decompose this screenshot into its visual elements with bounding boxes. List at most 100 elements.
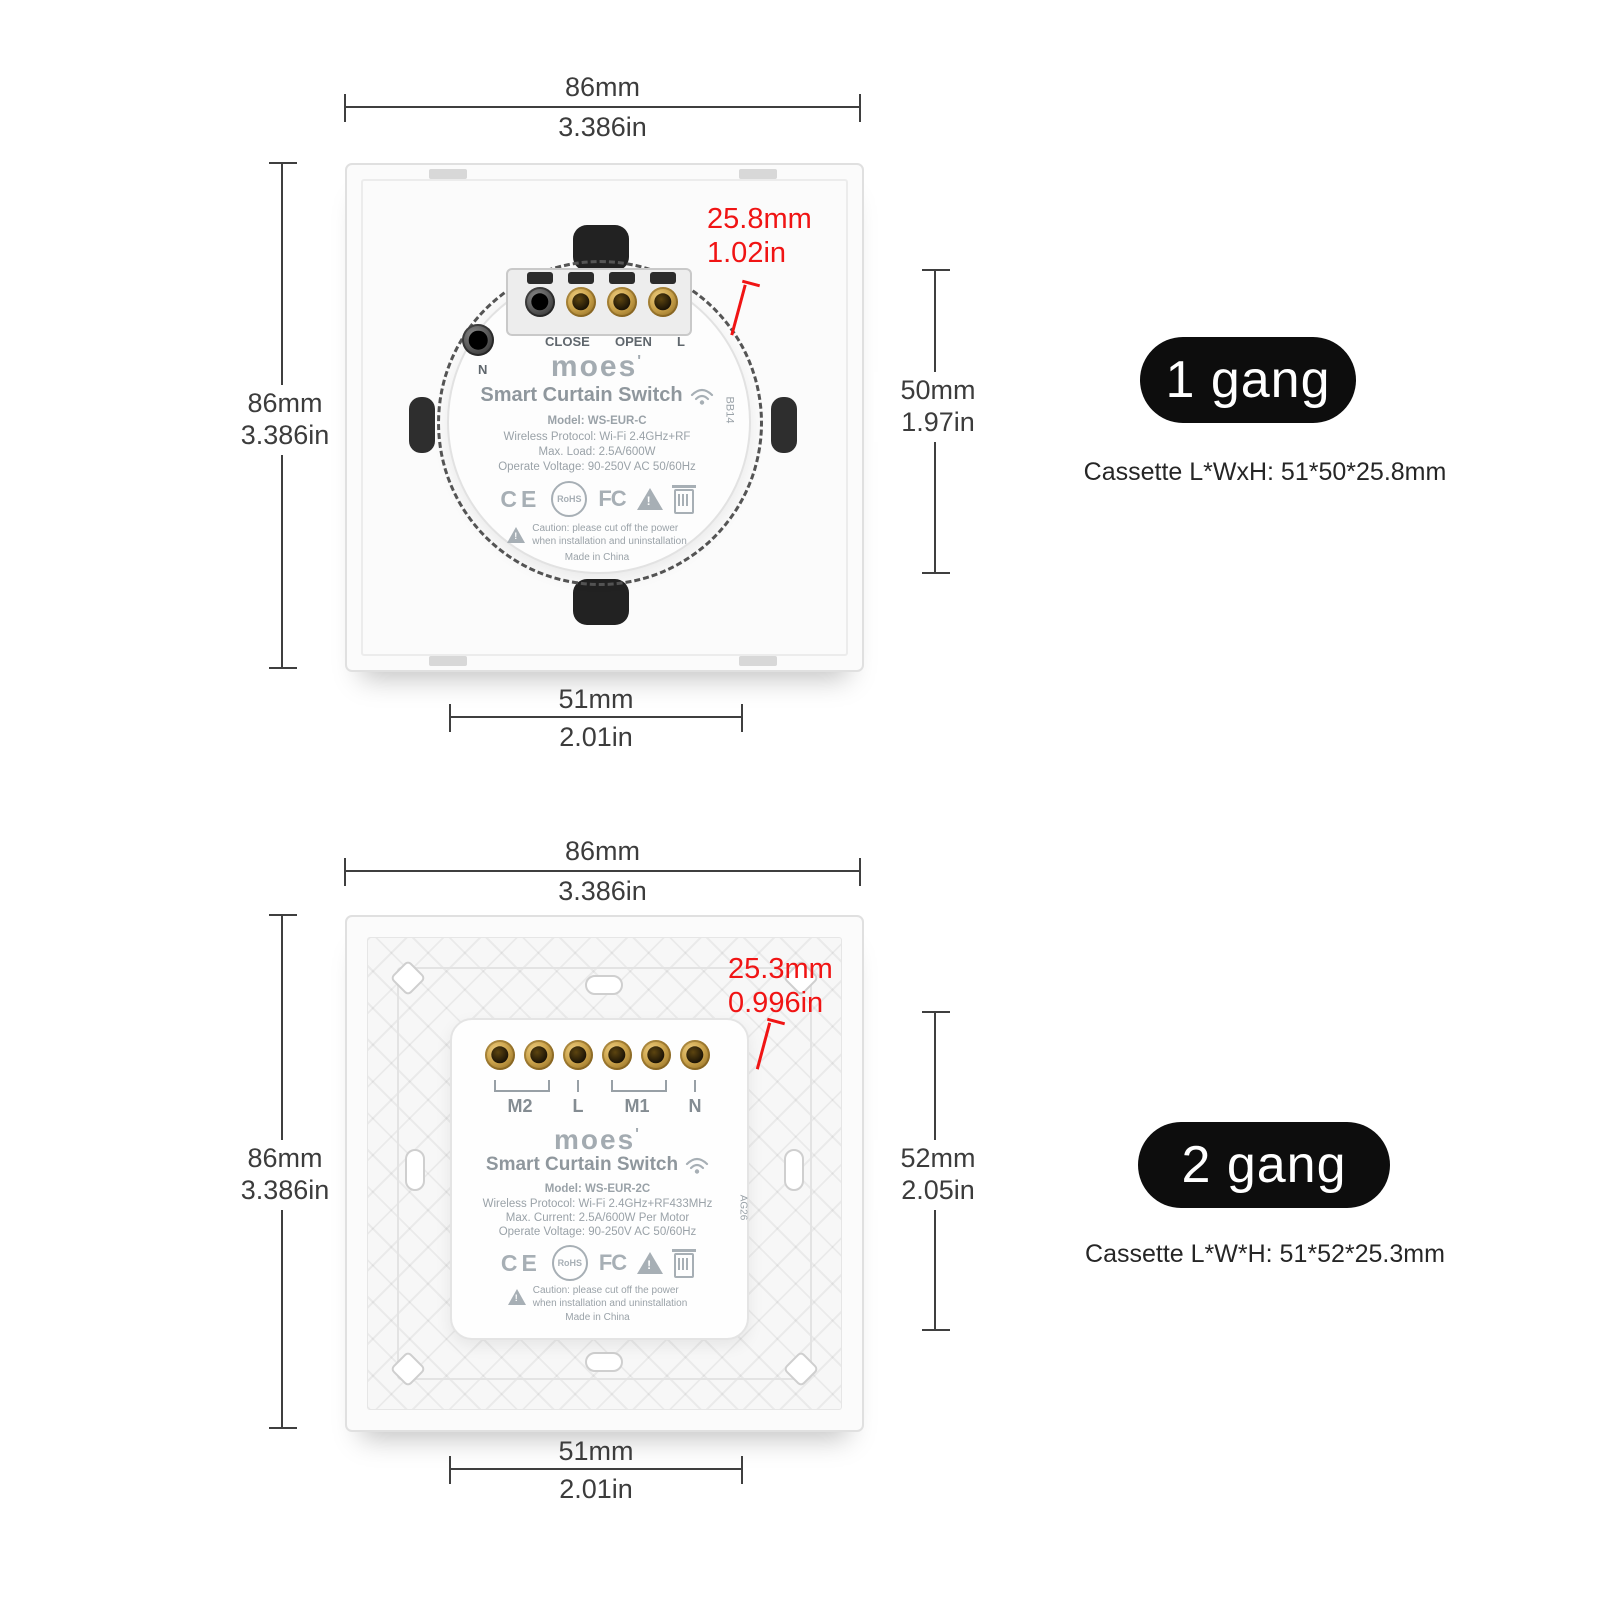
dim-cassette-height-in-1: 1.97in bbox=[901, 406, 975, 437]
mount-slot-right bbox=[771, 397, 797, 453]
module-voltage-2: Operate Voltage: 90-250V AC 50/60Hz bbox=[498, 1226, 697, 1238]
module-title-2: Smart Curtain Switch bbox=[450, 1154, 745, 1176]
dim-width-mm-2: 86mm bbox=[564, 836, 640, 866]
dim-cassette-width-mm-1: 51mm bbox=[558, 684, 634, 714]
terminal-screw bbox=[524, 1040, 554, 1070]
terminal-label-close: CLOSE bbox=[545, 334, 590, 349]
caution-line2: when installation and uninstallation bbox=[532, 1298, 688, 1309]
terminal-screw bbox=[607, 287, 637, 317]
caution-text-2: Caution: please cut off the power when i… bbox=[533, 1284, 688, 1310]
dim-cassette-width-mm-2: 51mm bbox=[558, 1436, 634, 1466]
dim-cassette-height-mm-1: 50mm bbox=[900, 375, 976, 405]
mount-tab bbox=[739, 169, 777, 179]
warning-glyph: ! bbox=[514, 531, 518, 541]
cassette-size-label-1: Cassette L*WxH: 51*50*25.8mm bbox=[1083, 458, 1447, 486]
dim-width-in-2: 3.386in bbox=[558, 876, 647, 906]
module-title-text: Smart Curtain Switch bbox=[485, 1154, 679, 1175]
brand-text: moes bbox=[554, 1124, 636, 1155]
warning-glyph: ! bbox=[646, 494, 651, 508]
brand-text: moes bbox=[550, 350, 638, 383]
terminal-label-m2: M2 bbox=[507, 1096, 533, 1116]
terminal-screw bbox=[680, 1040, 710, 1070]
brand-logo: moes' bbox=[450, 1124, 745, 1156]
warning-triangle-icon: ! bbox=[637, 1252, 664, 1274]
terminal-screw bbox=[485, 1040, 515, 1070]
neutral-terminal-screw bbox=[462, 324, 494, 356]
ce-mark-icon: CE bbox=[500, 1249, 541, 1276]
fcc-mark-icon: FC bbox=[598, 486, 626, 511]
caution-line1: Caution: please cut off the power bbox=[532, 1285, 679, 1296]
rohs-icon: RoHS bbox=[551, 481, 588, 517]
module-wireless-2: Wireless Protocol: Wi-Fi 2.4GHz+RF433MHz bbox=[482, 1198, 713, 1210]
dim-width-line-1 bbox=[344, 94, 861, 122]
terminal-label-open: OPEN bbox=[615, 334, 652, 349]
dim-cassette-height-mm-2: 52mm bbox=[900, 1143, 976, 1173]
module-load-1: Max. Load: 2.5A/600W bbox=[538, 446, 656, 458]
terminal-bracket-m1 bbox=[611, 1080, 667, 1092]
caution-line1: Caution: please cut off the power bbox=[532, 523, 679, 534]
dim-depth-mm-2: 25.3mm bbox=[728, 953, 833, 985]
dim-cassette-width-line-1 bbox=[449, 704, 743, 732]
dim-cassette-height-in-2: 2.05in bbox=[901, 1174, 975, 1205]
dim-height-mm-2: 86mm bbox=[247, 1143, 323, 1173]
dim-width-line-2 bbox=[344, 858, 861, 886]
dim-cassette-height-label-1: 50mm 1.97in bbox=[874, 372, 1002, 442]
caution-note-1: ! Caution: please cut off the power when… bbox=[447, 522, 747, 548]
vent-dash-ring bbox=[437, 260, 763, 586]
terminal-screw bbox=[525, 287, 555, 317]
terminal-label-l: L bbox=[677, 334, 685, 349]
dim-width-mm-1: 86mm bbox=[564, 72, 640, 102]
rohs-text: RoHS bbox=[557, 1258, 583, 1268]
certification-icons-1: CE RoHS FC ! bbox=[447, 481, 747, 517]
warning-glyph: ! bbox=[514, 1293, 518, 1303]
batch-code-2: AG26 bbox=[737, 1194, 749, 1221]
terminal-screw bbox=[648, 287, 678, 317]
terminal-tick-n bbox=[694, 1080, 696, 1092]
mount-oval-bottom bbox=[585, 1352, 623, 1372]
module-model-1: Model: WS-EUR-C bbox=[547, 415, 647, 427]
ce-mark-icon: CE bbox=[500, 485, 541, 512]
mount-slot-bottom bbox=[573, 579, 629, 625]
terminal-screw bbox=[563, 1040, 593, 1070]
weee-bin-icon bbox=[672, 1249, 697, 1278]
mount-oval-top bbox=[585, 975, 623, 995]
caution-line2: when installation and uninstallation bbox=[532, 536, 687, 547]
terminal-screw bbox=[641, 1040, 671, 1070]
curtain-switch-module-2gang bbox=[450, 1018, 749, 1340]
dim-depth-in-2: 0.996in bbox=[728, 987, 824, 1020]
gang-count-badge-1: 1 gang bbox=[1140, 337, 1356, 423]
module-title-text: Smart Curtain Switch bbox=[480, 384, 683, 406]
cassette-size-label-2: Cassette L*W*H: 51*52*25.3mm bbox=[1085, 1240, 1445, 1268]
terminal-labels-1: CLOSE OPEN L bbox=[545, 334, 685, 349]
module-load-2: Max. Current: 2.5A/600W Per Motor bbox=[505, 1212, 690, 1224]
dim-depth-label-2: 25.3mm 0.996in bbox=[728, 952, 833, 1020]
module-title-1: Smart Curtain Switch bbox=[447, 384, 747, 407]
dim-cassette-width-in-1: 2.01in bbox=[559, 722, 633, 752]
module-model-2: Model: WS-EUR-2C bbox=[544, 1183, 651, 1195]
dim-width-in-1: 3.386in bbox=[558, 112, 647, 142]
dim-depth-in-1: 1.02in bbox=[707, 237, 787, 270]
dim-height-label-1: 86mm 3.386in bbox=[221, 385, 349, 455]
terminal-bracket-m2 bbox=[494, 1080, 550, 1092]
brand-mark: ' bbox=[637, 353, 644, 370]
dim-cassette-width-line-2 bbox=[449, 1456, 743, 1484]
dim-depth-mm-1: 25.8mm bbox=[707, 203, 812, 235]
terminal-label-n2: N bbox=[688, 1096, 702, 1116]
dim-depth-label-1: 25.8mm 1.02in bbox=[707, 202, 812, 270]
warning-triangle-icon: ! bbox=[636, 488, 663, 510]
mount-tab bbox=[429, 656, 467, 666]
caution-triangle-icon: ! bbox=[507, 1289, 526, 1305]
wire-hole bbox=[650, 272, 676, 284]
dim-height-mm-1: 86mm bbox=[247, 388, 323, 418]
batch-code-1: BB14 bbox=[723, 396, 736, 424]
mount-tab bbox=[739, 656, 777, 666]
rohs-text: RoHS bbox=[557, 494, 582, 504]
terminal-screw bbox=[566, 287, 596, 317]
rohs-icon: RoHS bbox=[551, 1245, 588, 1281]
wire-hole bbox=[527, 272, 553, 284]
terminal-label-n: N bbox=[478, 362, 488, 377]
warning-glyph: ! bbox=[647, 1258, 652, 1272]
made-in-label-2: Made in China bbox=[565, 1312, 630, 1323]
module-voltage-1: Operate Voltage: 90-250V AC 50/60Hz bbox=[498, 461, 696, 473]
dim-cassette-height-label-2: 52mm 2.05in bbox=[874, 1140, 1002, 1210]
